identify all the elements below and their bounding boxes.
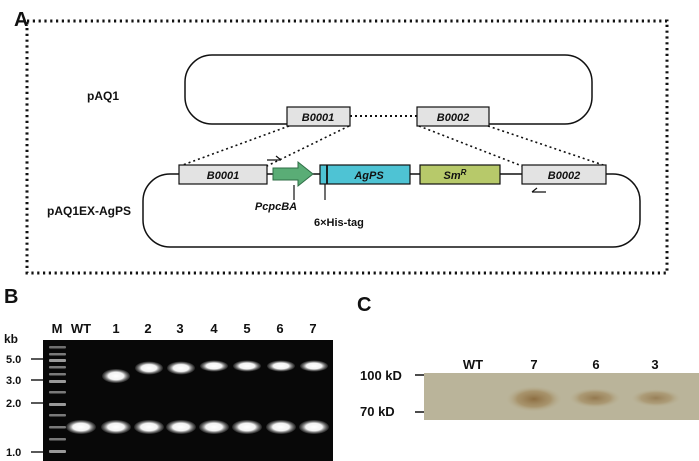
reverse-primer-arrow-icon (531, 187, 546, 193)
panel-b-label: B (4, 286, 18, 308)
blot-lane-label-7: 7 (530, 357, 537, 372)
lower-band-2 (134, 420, 164, 434)
agps-gene-label: AgPS (353, 170, 384, 182)
gel-lane-label-7: 7 (309, 321, 316, 336)
ladder-label-5kb: 5.0 (6, 354, 21, 366)
forward-primer-arrow-icon (267, 155, 282, 161)
agps-gene-box (319, 164, 411, 185)
panel-c-label: C (357, 294, 371, 316)
ladder-band (49, 359, 66, 362)
construct-b0001-label: B0001 (207, 170, 239, 182)
panel-b: B kb M WT 1 2 3 4 5 6 7 5.0 3.0 2.0 1.0 (4, 286, 333, 461)
ladder-band (49, 426, 66, 429)
promoter-label: PcpcBA (255, 201, 297, 213)
pAQ1-b0001-label: B0001 (302, 112, 334, 124)
smr-gene-label: SmR (444, 168, 467, 182)
lower-band-6 (266, 420, 296, 434)
recombination-lines (179, 125, 607, 167)
panel-c: C WT 7 6 3 100 kD 70 kD (357, 294, 699, 420)
pAQ1-b0002-label: B0002 (437, 112, 469, 124)
lower-band-3 (166, 420, 196, 434)
upper-band-1 (102, 369, 130, 383)
blot-band-7 (506, 386, 562, 412)
ladder-band (49, 414, 66, 417)
construct-b0002-box (521, 164, 607, 185)
gel-lane-labels: M WT 1 2 3 4 5 6 7 (52, 321, 317, 336)
marker-label-70kd: 70 kD (360, 404, 395, 419)
construct-b0001-box (178, 164, 268, 185)
upper-band-2 (135, 361, 163, 375)
lower-band-4 (199, 420, 229, 434)
ladder-band (49, 450, 66, 453)
blot-band-6 (569, 388, 621, 408)
panel-a-label: A (14, 9, 28, 31)
gel-lane-label-4: 4 (210, 321, 218, 336)
gel-lane-label-6: 6 (276, 321, 283, 336)
pAQ1-backbone (184, 54, 593, 125)
blot-lane-label-wt: WT (463, 357, 483, 372)
gel-lane-label-1: 1 (112, 321, 119, 336)
panel-b-unit-label: kb (4, 332, 18, 346)
smr-gene-box (419, 164, 501, 185)
gel-lane-label-wt: WT (71, 321, 91, 336)
construct-b0002-label: B0002 (548, 170, 580, 182)
agarose-gel (43, 340, 333, 461)
upper-band-5 (233, 360, 261, 372)
upper-band-7 (300, 360, 328, 372)
panel-a: A pAQ1 B0001 B0002 pAQ1EX-AgPS B0001 (14, 9, 669, 275)
ladder-band (49, 366, 66, 369)
lower-band-5 (232, 420, 262, 434)
pAQ1EX-AgPS-backbone (142, 173, 641, 248)
pAQ1-label: pAQ1 (87, 89, 119, 103)
blot-band-3 (631, 389, 681, 407)
promoter-arrow-icon (272, 160, 314, 188)
upper-band-4 (200, 360, 228, 372)
pAQ1-b0001-box (286, 106, 351, 127)
marker-label-100kd: 100 kD (360, 368, 402, 383)
his-tag-label: 6×His-tag (314, 217, 364, 229)
ladder-band (49, 353, 66, 356)
ladder-band (49, 346, 66, 349)
lower-band-wt (66, 420, 96, 434)
panel-a-dotted-frame (25, 19, 669, 275)
ladder-band (49, 373, 66, 376)
blot-lane-label-3: 3 (651, 357, 658, 372)
gel-lane-label-2: 2 (144, 321, 151, 336)
gel-size-labels: 5.0 3.0 2.0 1.0 (6, 354, 43, 459)
ladder-band (49, 391, 66, 394)
pAQ1-b0002-box (416, 106, 490, 127)
lower-band-7 (299, 420, 329, 434)
ladder-label-3kb: 3.0 (6, 375, 21, 387)
dna-ladder (49, 346, 66, 453)
gel-lane-label-m: M (52, 321, 63, 336)
lower-band-1 (101, 420, 131, 434)
ladder-band (49, 403, 66, 406)
ladder-band (49, 380, 66, 383)
upper-band-3 (167, 361, 195, 375)
blot-lane-label-6: 6 (592, 357, 599, 372)
gel-lane-label-5: 5 (243, 321, 250, 336)
gel-lane-label-3: 3 (176, 321, 183, 336)
ladder-label-1kb: 1.0 (6, 447, 21, 459)
upper-band-6 (267, 360, 295, 372)
pcr-bands (66, 360, 329, 434)
ladder-band (49, 438, 66, 441)
ladder-label-2kb: 2.0 (6, 398, 21, 410)
pAQ1EX-AgPS-label: pAQ1EX-AgPS (47, 204, 131, 218)
